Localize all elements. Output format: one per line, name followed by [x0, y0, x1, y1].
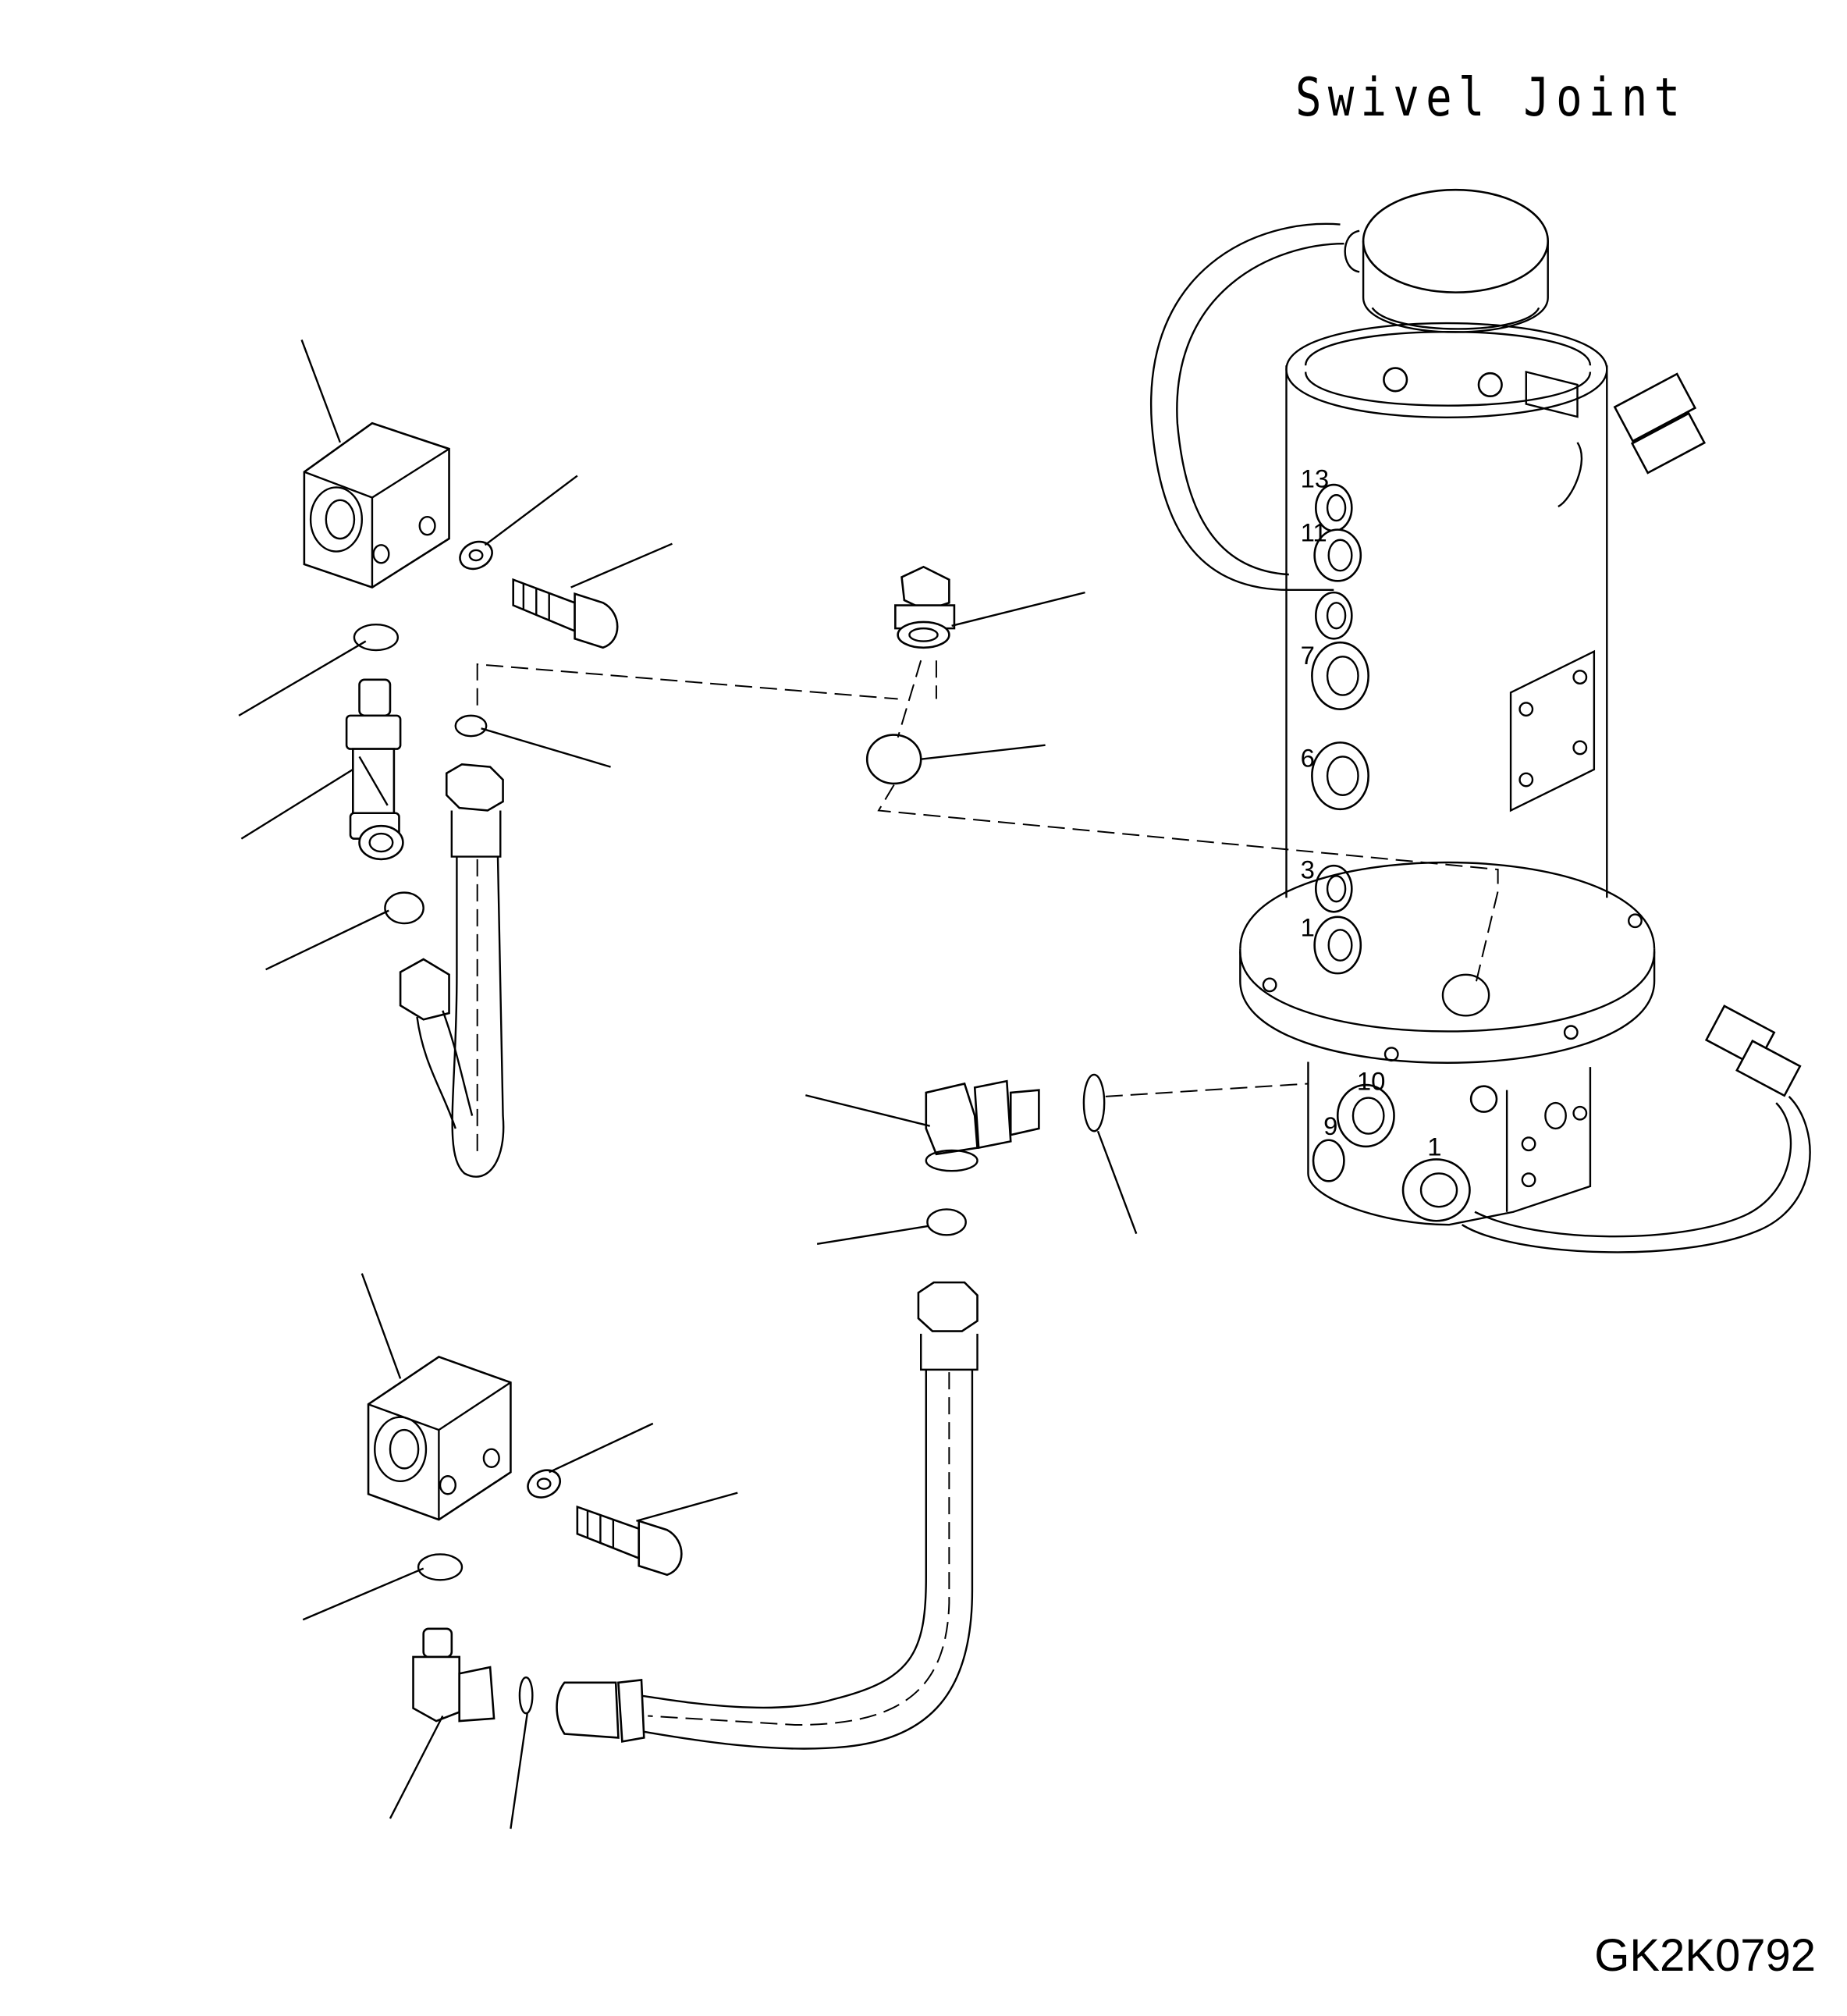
washer	[456, 537, 497, 574]
top-cover	[1363, 190, 1548, 292]
port-label: 1	[1301, 912, 1315, 941]
bolt	[577, 1507, 682, 1575]
cover-plate	[1511, 652, 1594, 811]
lower-mounting-block	[368, 1356, 510, 1520]
body-ports	[1312, 485, 1368, 973]
hose-upper	[400, 764, 503, 1176]
port-label: 10	[1357, 1067, 1386, 1096]
wire-harness-lower	[1462, 1097, 1810, 1253]
port-label: 3	[1301, 855, 1315, 884]
o-ring	[354, 624, 398, 650]
hose-lower	[557, 1282, 978, 1748]
o-ring	[927, 1209, 965, 1235]
port-label: 7	[1301, 641, 1315, 670]
lower-port-block	[1308, 1062, 1589, 1225]
bolt	[513, 580, 618, 648]
straight-fitting	[346, 680, 403, 859]
center-fitting	[895, 567, 954, 648]
cap-bolt-left	[1383, 368, 1407, 392]
port-label: 9	[1323, 1111, 1337, 1140]
diagram-title: Swivel Joint	[1295, 67, 1687, 129]
o-ring	[456, 716, 486, 736]
o-ring	[520, 1677, 532, 1713]
mounting-flange	[1240, 862, 1654, 949]
drawing-code: GK2K0792	[1594, 1930, 1816, 1981]
elbow-fitting	[926, 1081, 1039, 1171]
o-ring	[418, 1554, 462, 1580]
port-label: 1	[1427, 1132, 1441, 1161]
upper-mounting-block	[304, 423, 449, 587]
port-label: 6	[1301, 744, 1315, 773]
o-ring	[867, 735, 921, 784]
swivel-joint-assembly: 13 11 7 6 3 1 10	[1151, 190, 1810, 1252]
leader-lines	[239, 340, 1136, 1829]
washer	[524, 1465, 565, 1502]
cap-bolt-right	[1479, 373, 1502, 396]
port-label: 11	[1301, 517, 1327, 546]
wire-harness-upper	[1151, 224, 1340, 590]
o-ring	[1084, 1075, 1104, 1131]
o-ring	[385, 893, 423, 923]
wire-harness-right	[1558, 443, 1582, 507]
elbow-fitting-lower	[414, 1629, 495, 1721]
port-label: 13	[1301, 464, 1330, 492]
connection-lines	[478, 660, 1498, 1097]
electrical-connector-top	[1614, 374, 1695, 441]
